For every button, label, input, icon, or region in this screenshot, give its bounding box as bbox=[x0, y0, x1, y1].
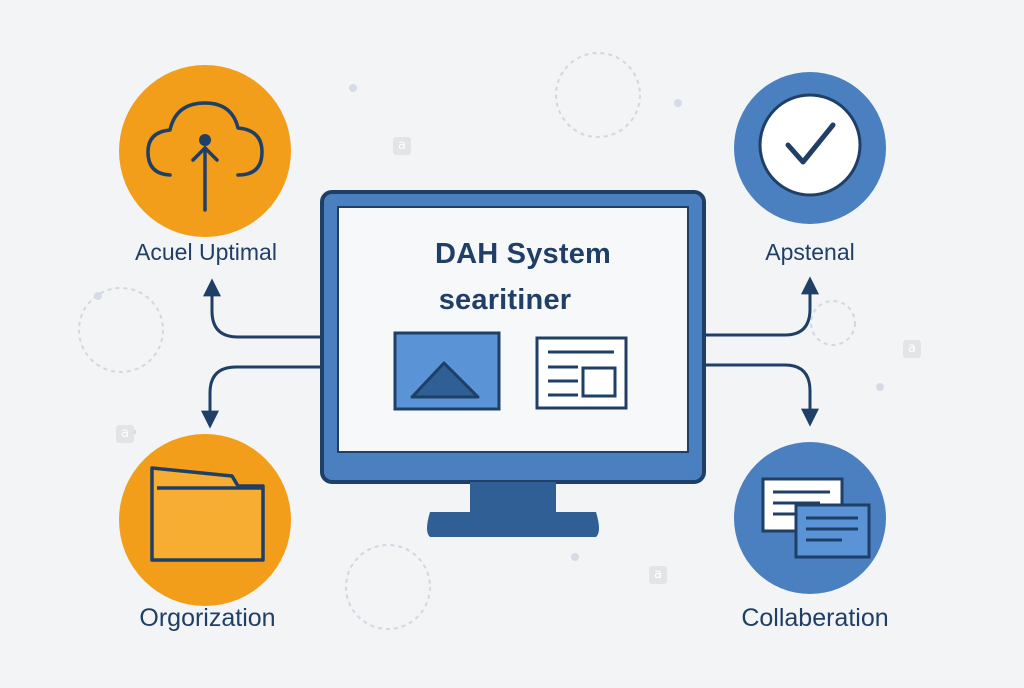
connector-to-organization bbox=[201, 365, 322, 429]
connector-to-approval bbox=[702, 276, 819, 337]
document-thumbnail-icon bbox=[535, 336, 628, 410]
connector-to-collaboration bbox=[702, 363, 819, 427]
monitor-screen bbox=[337, 206, 689, 453]
watermark-glyph: a bbox=[393, 137, 411, 155]
monitor bbox=[320, 190, 706, 537]
monitor-stand-neck bbox=[470, 482, 556, 512]
connector-to-upload bbox=[203, 278, 322, 339]
decorative-circles bbox=[78, 52, 856, 630]
cloud-upload-icon bbox=[146, 101, 264, 212]
upload-label: Acuel Uptimal bbox=[135, 239, 277, 265]
documents-icon bbox=[761, 477, 871, 559]
watermark-glyph: a bbox=[903, 340, 921, 358]
connectors bbox=[201, 276, 819, 429]
approval-label: Apstenal bbox=[765, 239, 855, 265]
monitor-stand-base bbox=[427, 512, 599, 537]
watermark-glyph: a bbox=[116, 425, 134, 443]
folder-icon bbox=[150, 466, 265, 562]
watermark-glyph: a bbox=[649, 566, 667, 584]
collaboration-node bbox=[734, 442, 886, 594]
screen-title: DAH System bbox=[434, 238, 612, 270]
screen-subtitle: searitiner bbox=[438, 284, 572, 316]
upload-node bbox=[119, 65, 291, 237]
organization-label: Orgorization bbox=[139, 604, 276, 632]
image-thumbnail-icon bbox=[393, 331, 501, 411]
collaboration-label: Collaberation bbox=[741, 604, 889, 632]
approval-node bbox=[734, 72, 886, 224]
organization-node bbox=[119, 434, 291, 606]
checkmark-icon bbox=[785, 122, 836, 165]
